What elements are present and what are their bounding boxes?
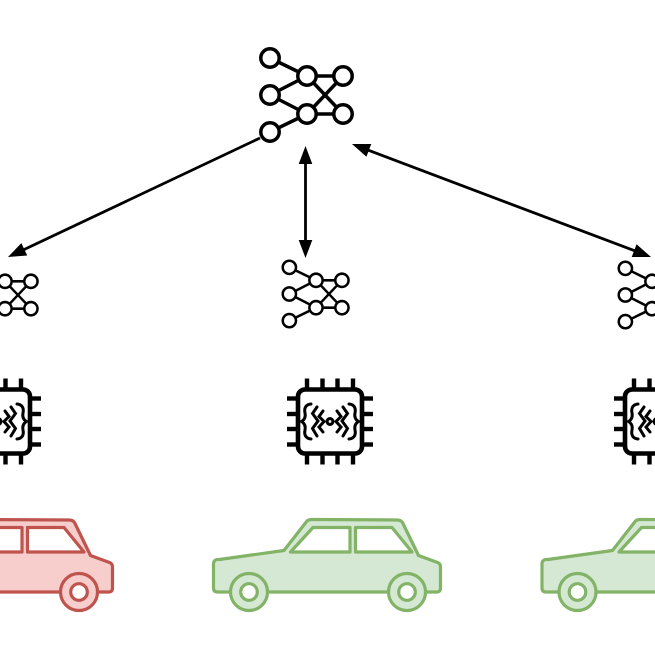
client-right-car-icon — [540, 517, 655, 613]
client-center-ai-chip-icon — [287, 379, 373, 465]
client-left-model-icon — [0, 260, 39, 330]
arrow-head-right-down — [631, 244, 654, 264]
arrow-head-center-down — [298, 240, 313, 258]
arrow-head-center-up — [298, 146, 313, 164]
client-center-model-icon — [281, 259, 350, 329]
arrow-shaft-left — [20, 136, 261, 253]
arrow-shaft-right — [363, 147, 640, 254]
client-right-model-icon — [617, 260, 655, 330]
server-model-icon — [259, 47, 354, 143]
arrow-head-left-down — [5, 243, 28, 264]
client-center-car-icon — [211, 517, 443, 613]
diagram-root — [0, 47, 655, 613]
arrow-heads — [5, 137, 654, 264]
client-left-ai-chip-icon — [0, 379, 41, 465]
client-right-ai-chip-icon — [614, 379, 655, 465]
arrow-head-right-up — [349, 137, 372, 157]
client-left-car-icon — [0, 517, 115, 613]
arrows — [20, 136, 640, 254]
